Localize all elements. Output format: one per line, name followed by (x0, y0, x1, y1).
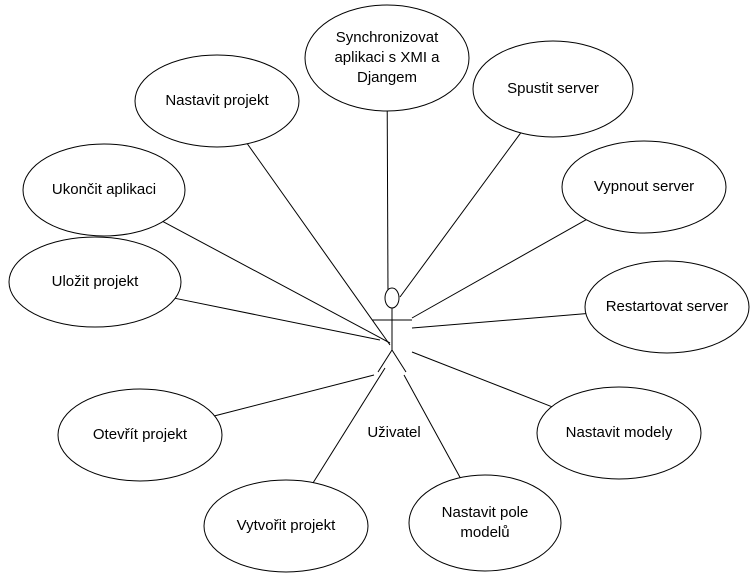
association-line (411, 313, 586, 329)
use-case-vypnout-server: Vypnout server (561, 140, 727, 234)
actor-label: Uživatel (367, 424, 420, 441)
use-case-ellipse (8, 236, 182, 328)
actor-right-leg (391, 349, 407, 373)
use-case-label: Spustit server (507, 80, 599, 97)
use-case-label: Djangem (357, 69, 417, 86)
actor-left-leg (377, 349, 393, 373)
use-case-label: Nastavit modely (566, 424, 673, 441)
use-case-label: Vytvořit projekt (237, 517, 336, 534)
use-case-spustit-server: Spustit server (472, 40, 634, 138)
use-case-label: Otevřít projekt (93, 426, 188, 443)
use-case-ellipse (584, 260, 750, 354)
association-line (411, 351, 552, 408)
use-case-ellipse (203, 479, 369, 573)
use-case-ellipse (408, 474, 562, 572)
use-case-label: Ukončit aplikaci (52, 181, 156, 198)
association-line (162, 221, 391, 344)
use-case-ellipse (57, 388, 223, 482)
use-case-otevrit-projekt: Otevřít projekt (57, 388, 223, 482)
use-case-nastavit-modely: Nastavit modely (536, 386, 702, 480)
use-case-label: Vypnout server (594, 178, 694, 195)
association-line (214, 374, 375, 417)
association-line (175, 297, 381, 341)
use-case-nastavit-pole-modelu: Nastavit pole modelů (408, 474, 562, 572)
use-case-label: aplikaci s XMI a (334, 49, 440, 66)
use-case-ukoncit-aplikaci: Ukončit aplikaci (22, 143, 186, 237)
use-case-label: Nastavit pole (442, 504, 529, 521)
use-case-synchronizovat: Synchronizovat aplikaci s XMI a Djangem (304, 4, 470, 112)
use-case-label: Uložit projekt (52, 273, 140, 290)
use-case-ellipse (134, 54, 300, 148)
association-line (386, 110, 389, 297)
use-case-ellipse (536, 386, 702, 480)
use-case-label: Restartovat server (606, 298, 729, 315)
use-case-ellipse (472, 40, 634, 138)
use-cases: Synchronizovat aplikaci s XMI a DjangemSpu… (8, 4, 750, 573)
association-line (411, 219, 587, 319)
use-case-ellipse (561, 140, 727, 234)
use-case-vytvorit-projekt: Vytvořit projekt (203, 479, 369, 573)
use-case-label: modelů (460, 524, 509, 541)
association-line (246, 143, 391, 346)
actor-head (384, 287, 400, 309)
association-line (312, 367, 386, 483)
association-line (399, 132, 522, 298)
actor-uzivatel: Uživatel (367, 287, 421, 441)
use-case-ellipse (22, 143, 186, 237)
association-lines (162, 110, 587, 483)
use-case-ulozit-projekt: Uložit projekt (8, 236, 182, 328)
use-case-label: Nastavit projekt (165, 92, 269, 109)
association-line (403, 374, 461, 478)
use-case-ellipse (304, 4, 470, 112)
use-case-label: Synchronizovat (336, 29, 439, 46)
use-case-restartovat-server: Restartovat server (584, 260, 750, 354)
use-case-nastavit-projekt: Nastavit projekt (134, 54, 300, 148)
